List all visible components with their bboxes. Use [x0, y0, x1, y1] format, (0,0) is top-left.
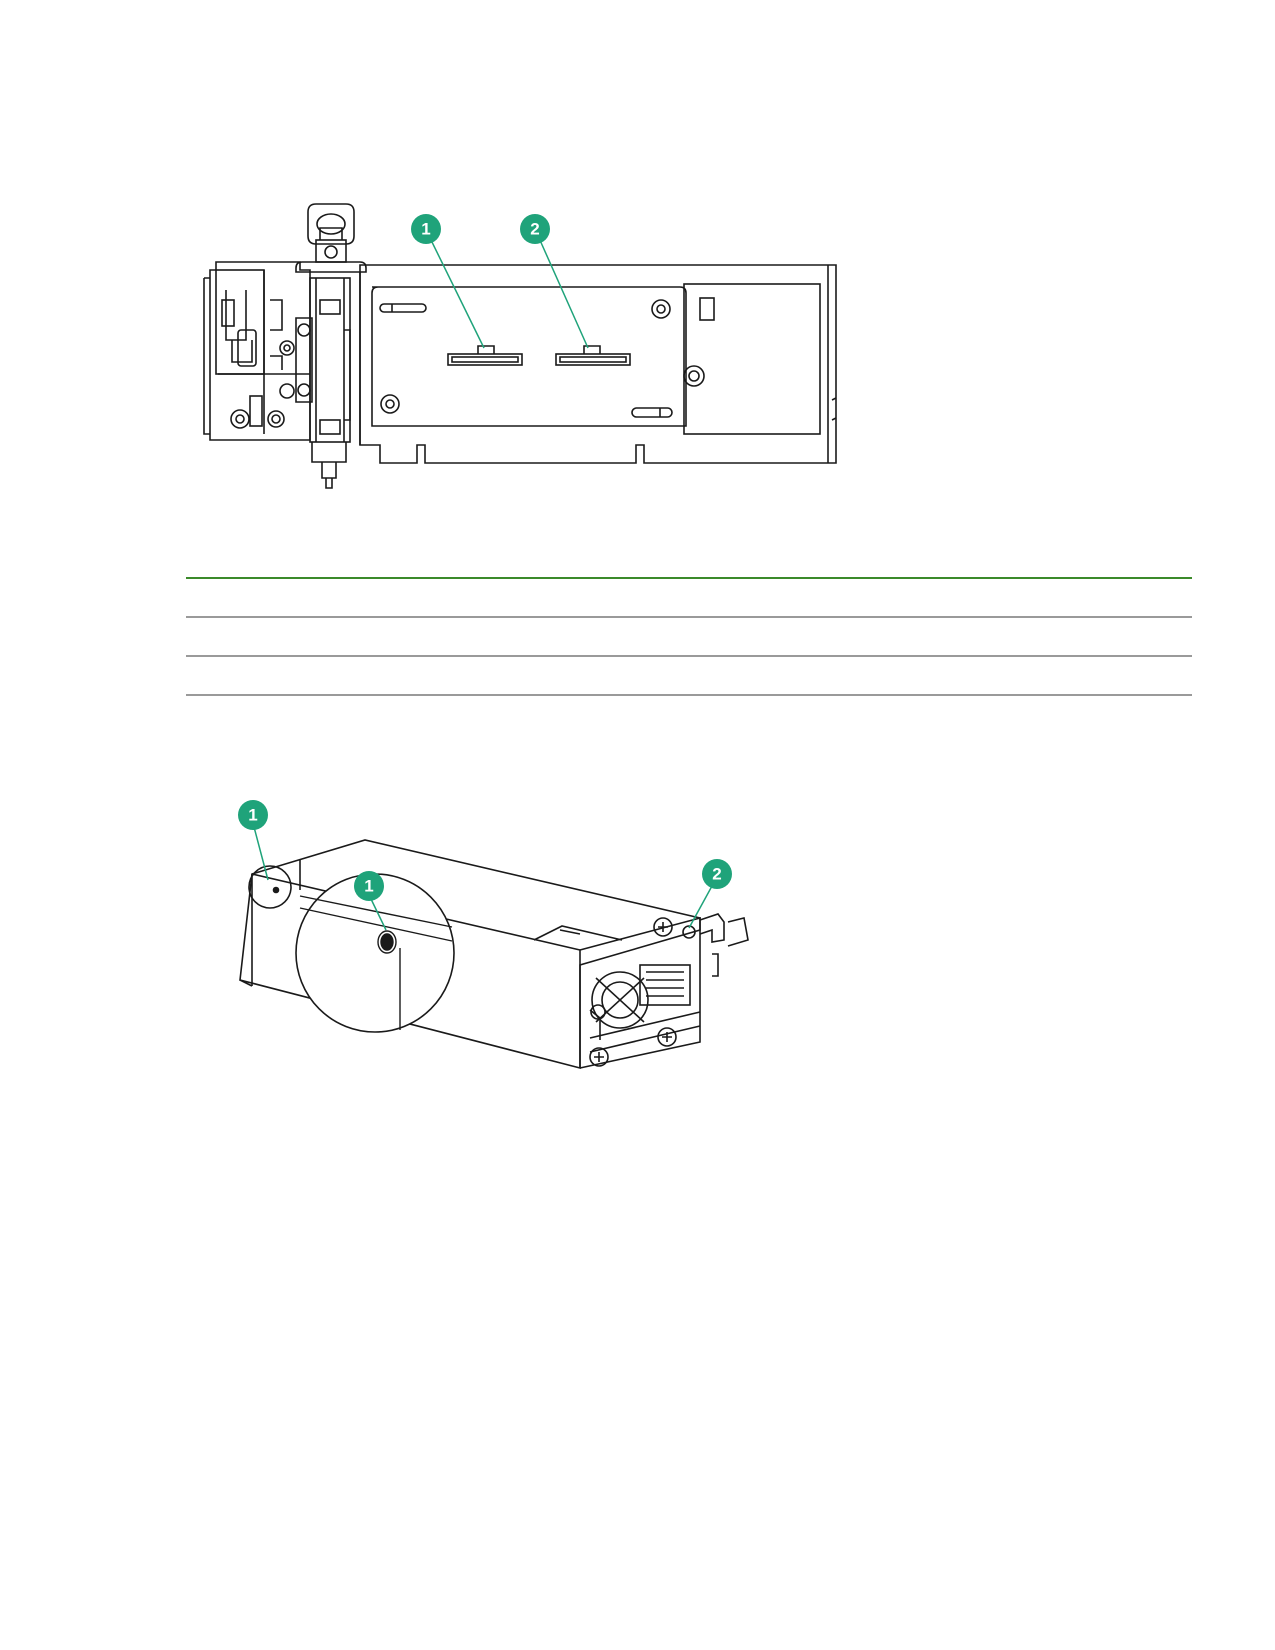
callout-1-leader: [429, 237, 485, 349]
callout-2-led-label: 2: [712, 865, 721, 884]
callout-1-detail: 1: [354, 871, 384, 901]
callout-2: 2: [520, 214, 550, 244]
table-row-3-rule: [186, 694, 1192, 696]
callout-2-leader: [538, 237, 589, 349]
callout-1-corner-label: 1: [248, 806, 257, 825]
table-row-2-rule: [186, 655, 1192, 657]
callout-1: 1: [411, 214, 441, 244]
callout-1-leader: [253, 826, 269, 881]
callout-1-corner: 1: [238, 800, 268, 830]
callout-2-leader: [688, 885, 713, 929]
table-row-1-rule: [186, 616, 1192, 618]
callout-2-led: 2: [702, 859, 732, 889]
riser-cage-illustration: 1 2: [203, 203, 837, 489]
callout-1-detail-leader: [370, 898, 387, 931]
callout-table: [0, 560, 1275, 700]
callout-1-label: 1: [421, 220, 430, 239]
power-supply-illustration: 1 1 2: [238, 800, 749, 1070]
figure-riser-cage: 1 2: [0, 0, 1275, 520]
callout-1-detail-label: 1: [364, 877, 373, 896]
table-header-rule: [186, 577, 1192, 579]
callout-2-label: 2: [530, 220, 539, 239]
figure-power-supply: 1 1 2: [0, 800, 1275, 1100]
